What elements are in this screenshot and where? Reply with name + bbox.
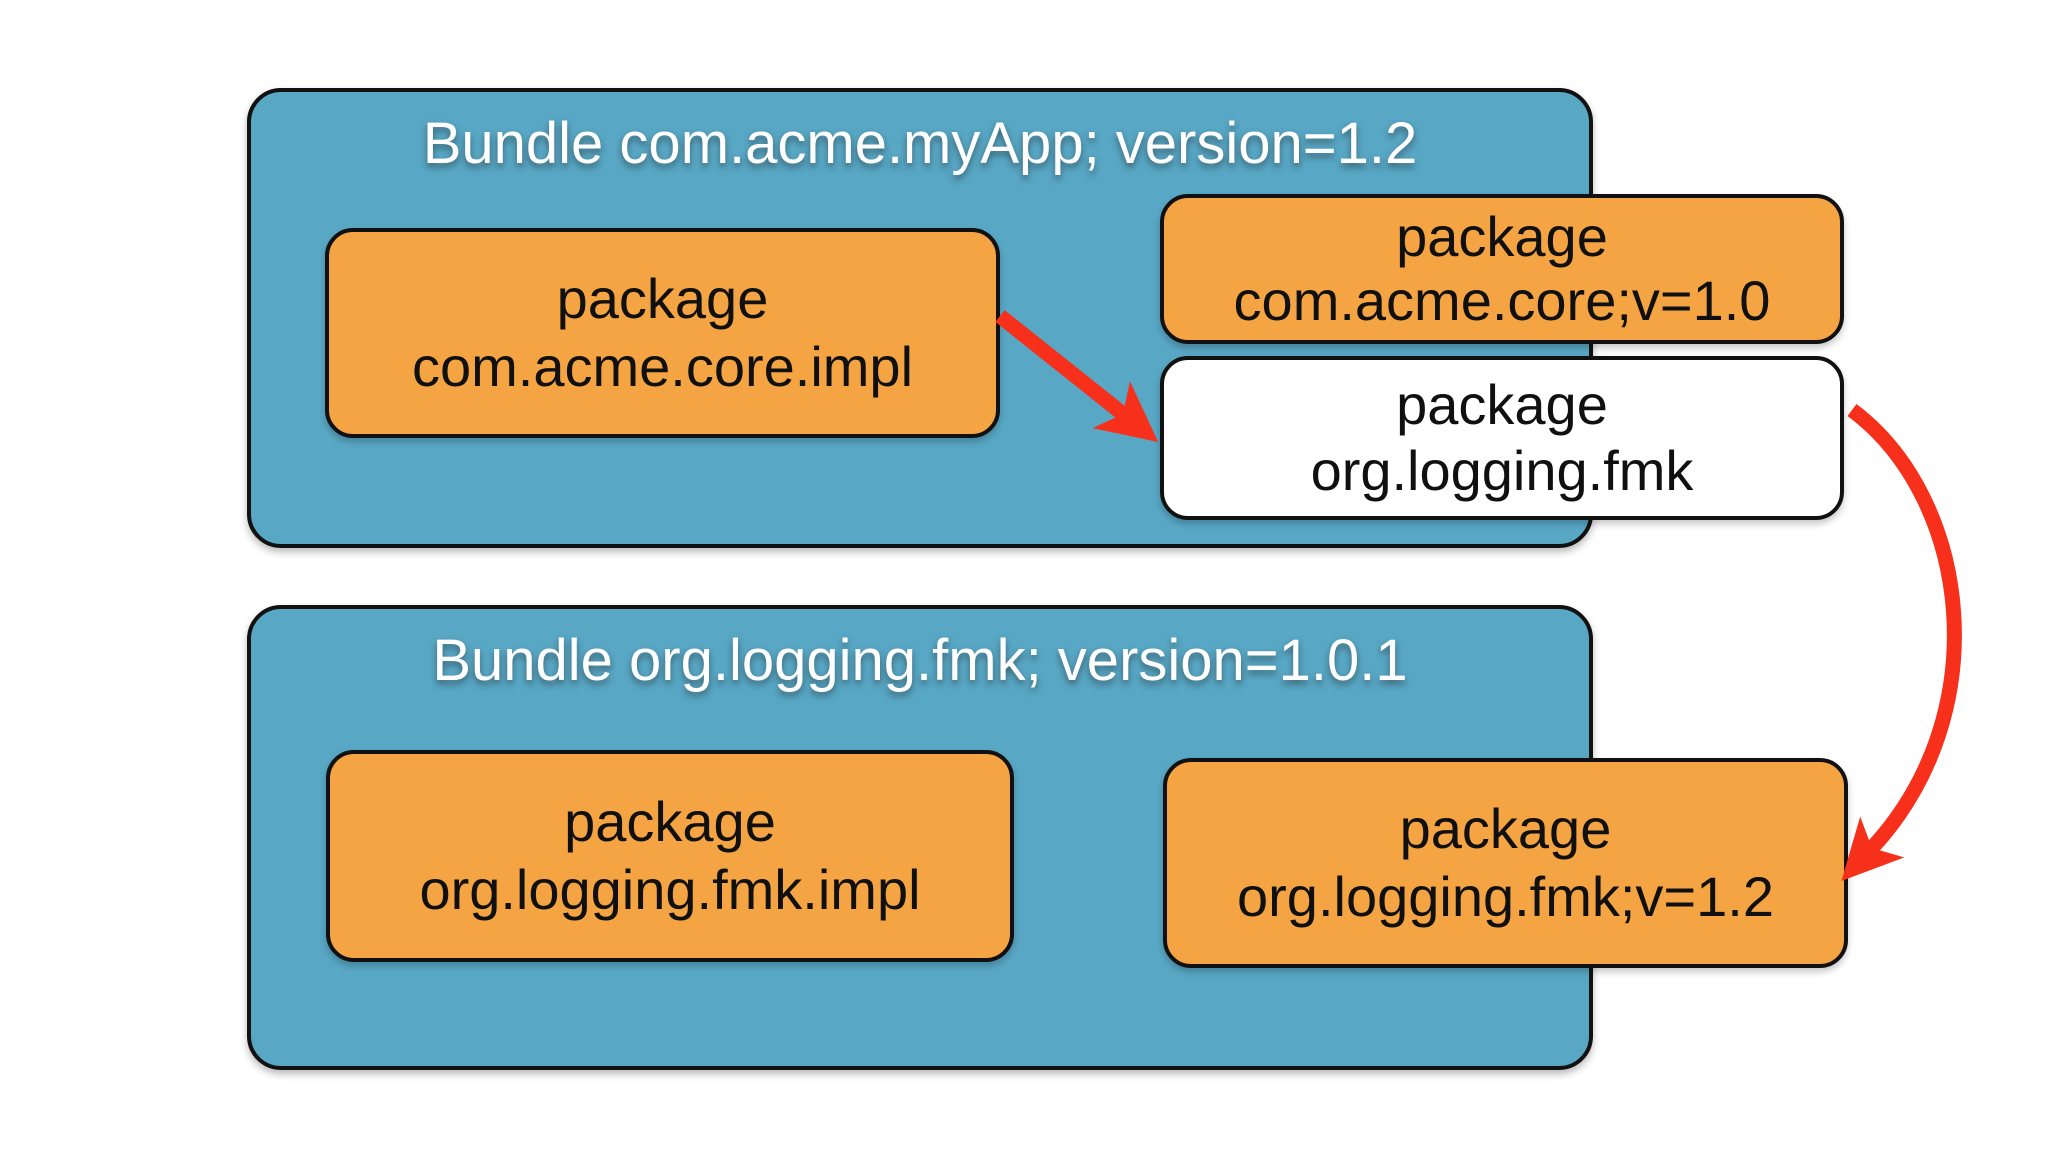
package-org-logging-fmk-impl: package org.logging.fmk.impl: [326, 750, 1014, 962]
package-label-line: package: [556, 267, 769, 330]
arrow-imported-to-exported-package: [1841, 403, 1962, 882]
package-label-line: com.acme.core;v=1.0: [1233, 269, 1771, 332]
package-org-logging-fmk-imported: package org.logging.fmk: [1160, 356, 1844, 520]
package-com-acme-core-exported: package com.acme.core;v=1.0: [1160, 194, 1844, 344]
bundle-title: Bundle org.logging.fmk; version=1.0.1: [432, 628, 1408, 693]
package-label-line: org.logging.fmk;v=1.2: [1237, 865, 1774, 928]
package-label-line: com.acme.core.impl: [411, 335, 914, 398]
package-com-acme-core-impl: package com.acme.core.impl: [325, 228, 1000, 438]
package-label-line: package: [1396, 205, 1608, 268]
package-label-line: org.logging.fmk.impl: [419, 858, 921, 921]
package-label-line: package: [1396, 373, 1608, 436]
bundle-title: Bundle com.acme.myApp; version=1.2: [422, 111, 1418, 176]
package-org-logging-fmk-exported: package org.logging.fmk;v=1.2: [1163, 758, 1848, 968]
package-label-line: package: [1399, 797, 1612, 860]
package-label-line: org.logging.fmk: [1310, 439, 1694, 502]
package-label-line: package: [564, 790, 776, 853]
